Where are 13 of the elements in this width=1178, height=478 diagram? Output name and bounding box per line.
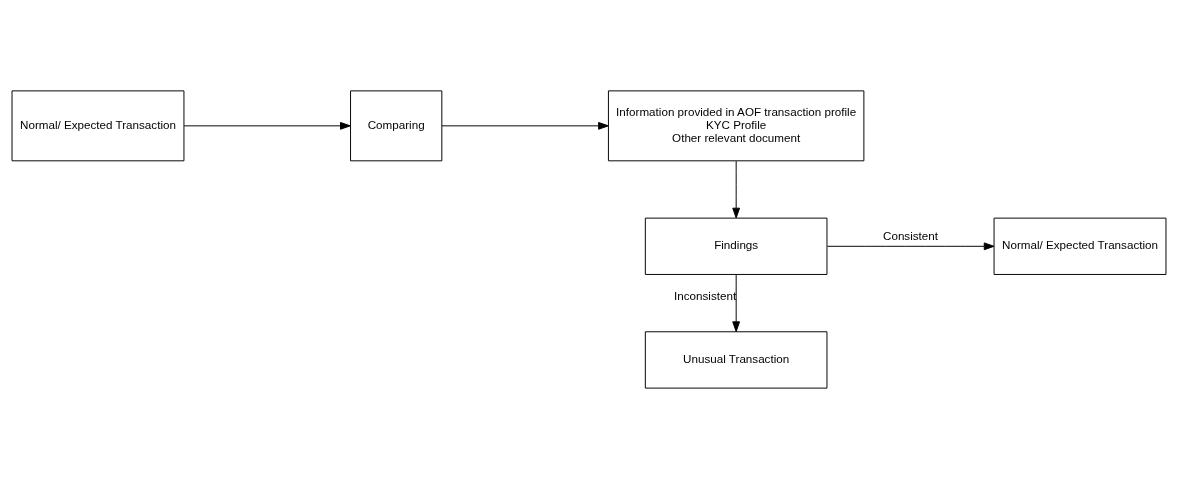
node-box: Normal/ Expected Transaction	[993, 217, 1167, 275]
node-box: Findings	[644, 217, 828, 275]
node-box: Unusual Transaction	[644, 330, 828, 389]
edge-label: Inconsistent	[674, 288, 737, 302]
arrow	[826, 241, 995, 250]
node-box: Comparing	[350, 89, 443, 161]
arrow	[732, 160, 741, 218]
arrow	[732, 273, 741, 332]
node-box: Normal/ Expected Transaction	[11, 89, 185, 161]
arrow	[441, 121, 609, 130]
node-box: Information provided in AOF transaction profile KYC Profile Other relevant document	[607, 89, 865, 161]
arrow	[183, 121, 351, 130]
edge-label: Consistent	[883, 228, 939, 242]
